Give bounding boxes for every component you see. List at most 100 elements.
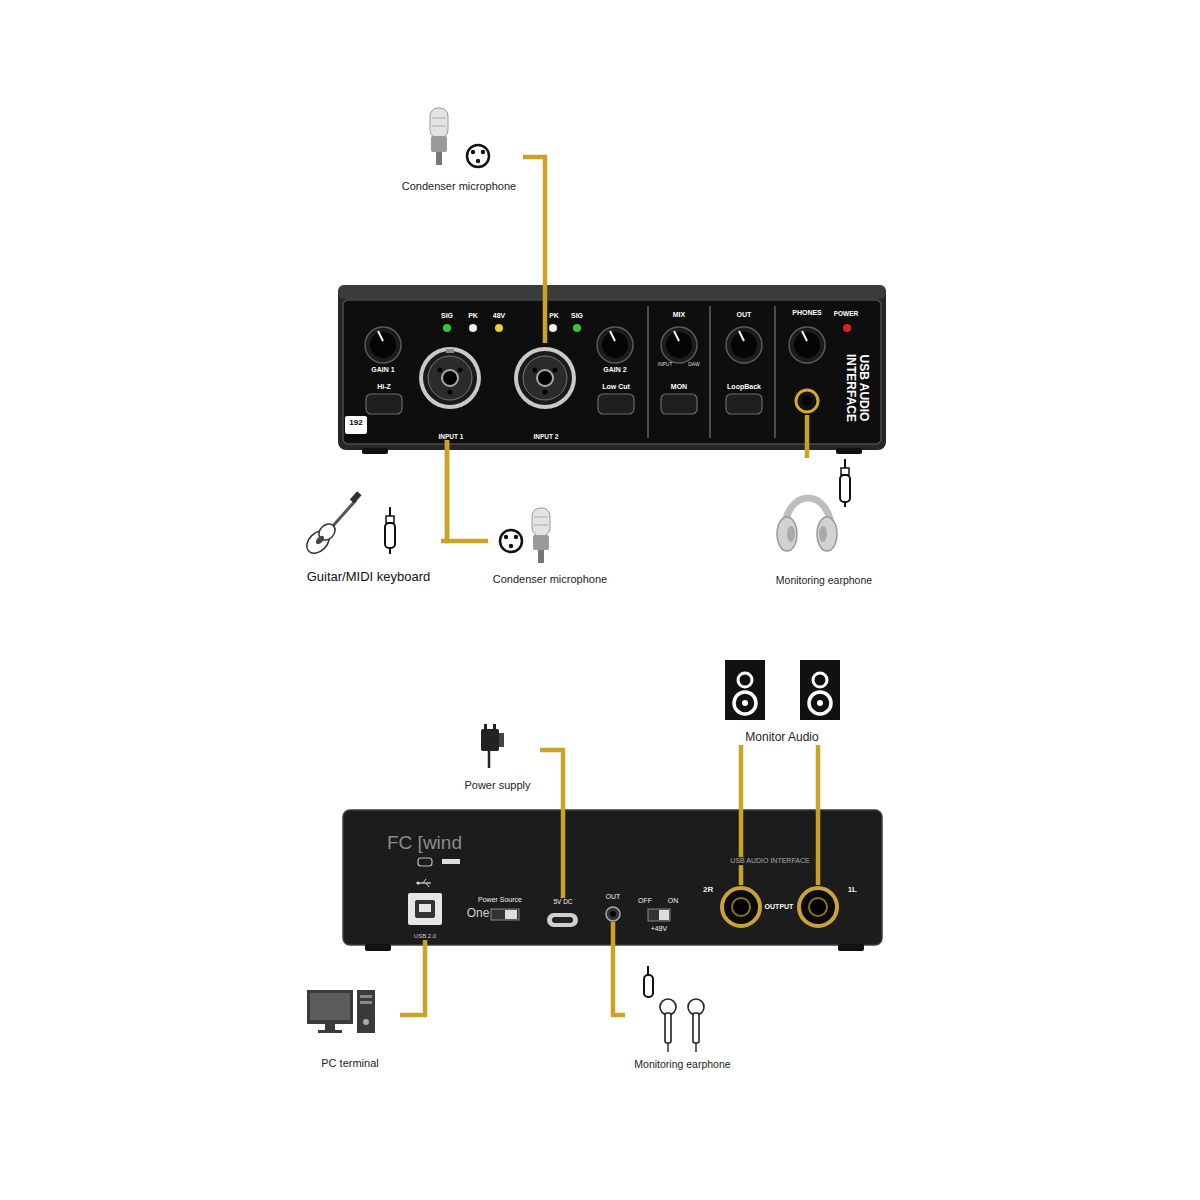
cable-line xyxy=(816,745,821,885)
label-holder: Power Source xyxy=(478,896,522,904)
computer-caption: PC terminal xyxy=(300,985,400,1070)
watermark: One xyxy=(467,907,490,920)
speaker-icon-part xyxy=(809,692,831,714)
cable-line xyxy=(805,415,810,458)
xlr-symbol-part xyxy=(500,530,522,552)
combo-jack-part xyxy=(523,356,567,400)
node-text: USB 2.0 xyxy=(414,933,436,940)
power-switch-part xyxy=(491,909,519,920)
microphone-icon-part xyxy=(432,118,446,119)
phantom-switch xyxy=(648,909,670,921)
knob-part xyxy=(378,331,383,341)
jack-plug-icon-part xyxy=(389,548,391,554)
led-part xyxy=(549,324,557,332)
earbuds-icon xyxy=(660,999,704,1052)
knob-label: MIX xyxy=(673,311,685,319)
front-panel-body-part xyxy=(345,416,367,434)
label-holder: SIG xyxy=(441,312,453,320)
led-part xyxy=(573,324,581,332)
microphone-icon-part xyxy=(436,152,442,165)
knob-scale: INPUT xyxy=(658,362,673,368)
label-holder: DAW xyxy=(688,362,699,368)
push-button xyxy=(366,394,762,414)
led-part xyxy=(495,324,503,332)
computer-icon-part xyxy=(363,1019,369,1025)
phantom-switch-part xyxy=(659,910,669,920)
led-part xyxy=(469,324,477,332)
rear-panel-body-part xyxy=(365,944,391,951)
speaker-icon-part xyxy=(813,673,827,687)
microphone-caption: Condenser microphone xyxy=(395,105,523,193)
usb-b-port-part xyxy=(419,904,431,912)
phones-jack-part xyxy=(802,396,812,406)
jack-plug-icon-part xyxy=(841,468,849,475)
led-part xyxy=(843,324,851,332)
knob-part xyxy=(602,332,628,358)
switch-label: Power Source xyxy=(478,896,522,904)
usb-b-port-part xyxy=(415,900,435,918)
computer-icon-part xyxy=(325,1024,335,1031)
combo-jack-part xyxy=(553,368,558,373)
label-holder: OUT xyxy=(737,311,752,319)
xlr-symbol-part xyxy=(471,150,475,154)
usb-b-port-part xyxy=(408,893,442,925)
power-port: 5V DC xyxy=(543,898,583,930)
front-panel-body-part xyxy=(338,285,886,299)
combo-jack-part xyxy=(537,370,553,386)
combo-jack xyxy=(419,347,576,409)
microphone-icon-part xyxy=(431,136,447,152)
combo-jack-part xyxy=(442,370,458,386)
computer-icon-part xyxy=(360,995,372,998)
combo-jack-part xyxy=(543,390,548,395)
usb-b-port-part xyxy=(423,879,426,883)
cable-line xyxy=(613,922,625,1015)
output-jack: 1L xyxy=(795,885,857,930)
switch-label: +48V xyxy=(651,925,668,933)
node-text: 1L xyxy=(848,885,857,894)
button-label: Hi-Z xyxy=(377,383,391,391)
usb-c-port-part xyxy=(547,913,578,927)
node-text: Condenser microphone xyxy=(402,180,516,193)
knob-part xyxy=(666,332,692,358)
knob-part xyxy=(789,327,825,363)
output-jack-part xyxy=(732,898,750,916)
led-label: 48V xyxy=(493,312,505,320)
front-panel-body-part xyxy=(362,448,388,454)
power-switch-part xyxy=(505,910,517,919)
xlr-symbol-part xyxy=(514,535,518,539)
speakers-caption: Monitor Audio xyxy=(712,655,852,745)
combo-jack-part xyxy=(448,390,453,395)
node-text: INPUT 2 xyxy=(534,433,559,440)
knob-label: GAIN 1 xyxy=(371,366,394,374)
knob-part xyxy=(674,331,679,341)
node-text: 5V DC xyxy=(553,898,572,905)
label-holder: PK xyxy=(468,312,478,320)
rear-panel-body-part xyxy=(838,944,864,951)
usb-c-port-part xyxy=(552,917,573,923)
jack-plug-icon-part xyxy=(647,966,649,975)
label-holder: INPUT xyxy=(658,362,673,368)
sample-rate-badge: 192 xyxy=(349,419,362,428)
rear-panel-body-part xyxy=(442,859,460,864)
computer-icon-part xyxy=(318,1030,342,1033)
output-jack xyxy=(722,888,837,926)
phones-jack-part xyxy=(796,390,818,412)
led-label: POWER xyxy=(834,310,859,317)
power-supply-caption: Power supply xyxy=(455,720,540,792)
label-holder: 192 xyxy=(349,419,362,428)
node-text: Power supply xyxy=(464,779,530,792)
usb-b-port xyxy=(408,879,442,925)
label-holder: Hi-Z xyxy=(377,383,391,391)
jack-plug-icon-part xyxy=(385,523,395,548)
jack-plug-icon-part xyxy=(844,502,846,507)
label-holder: MIX xyxy=(673,311,685,319)
phantom-switch-part xyxy=(648,909,670,921)
cable-line xyxy=(540,750,563,898)
button-label: MON xyxy=(671,383,687,391)
out-jack-part xyxy=(610,911,616,917)
label-holder: LoopBack xyxy=(727,383,761,391)
jack-plug-icon-part xyxy=(844,459,846,468)
node-text: 2R xyxy=(703,885,713,894)
power-adapter-icon xyxy=(481,724,504,768)
